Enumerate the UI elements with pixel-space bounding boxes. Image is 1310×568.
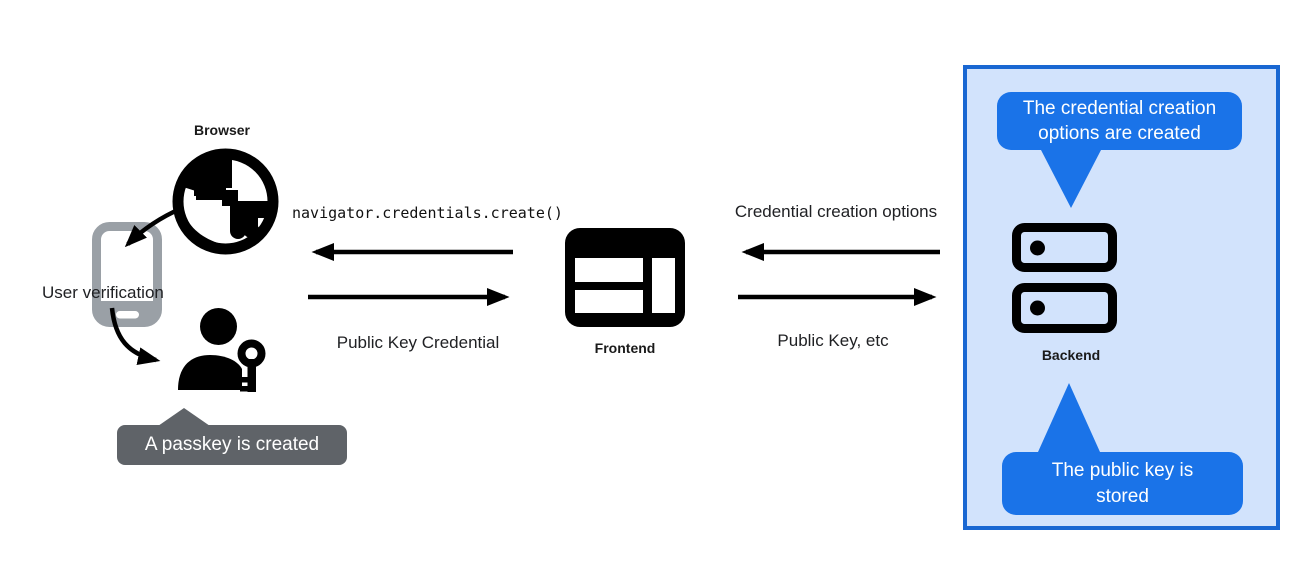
passkey-created-tooltip: A passkey is created bbox=[117, 408, 347, 465]
backend-panel: The credential creation options are crea… bbox=[963, 65, 1280, 530]
backend-label: Backend bbox=[1041, 347, 1101, 363]
person-with-key-icon bbox=[178, 308, 266, 392]
credential-options-bubble: The credential creation options are crea… bbox=[997, 92, 1242, 150]
create-call-label: navigator.credentials.create() bbox=[292, 204, 563, 222]
smartphone-icon bbox=[92, 222, 162, 327]
user-verification-label: User verification bbox=[42, 283, 164, 302]
tooltip-pointer bbox=[158, 408, 210, 426]
frontend-label: Frontend bbox=[594, 340, 656, 356]
globe-icon bbox=[172, 148, 279, 255]
bubble-pointer-down bbox=[1041, 150, 1101, 208]
public-key-stored-bubble: The public key is stored bbox=[1002, 452, 1243, 515]
public-key-credential-label: Public Key Credential bbox=[336, 333, 500, 352]
bubble-pointer-up bbox=[1038, 383, 1100, 452]
browser-window-icon bbox=[565, 228, 685, 327]
browser-label: Browser bbox=[193, 122, 251, 138]
credential-creation-options-label: Credential creation options bbox=[734, 202, 938, 221]
server-icon bbox=[1012, 223, 1117, 333]
passkey-created-text: A passkey is created bbox=[144, 434, 320, 455]
public-key-etc-label: Public Key, etc bbox=[777, 331, 889, 350]
